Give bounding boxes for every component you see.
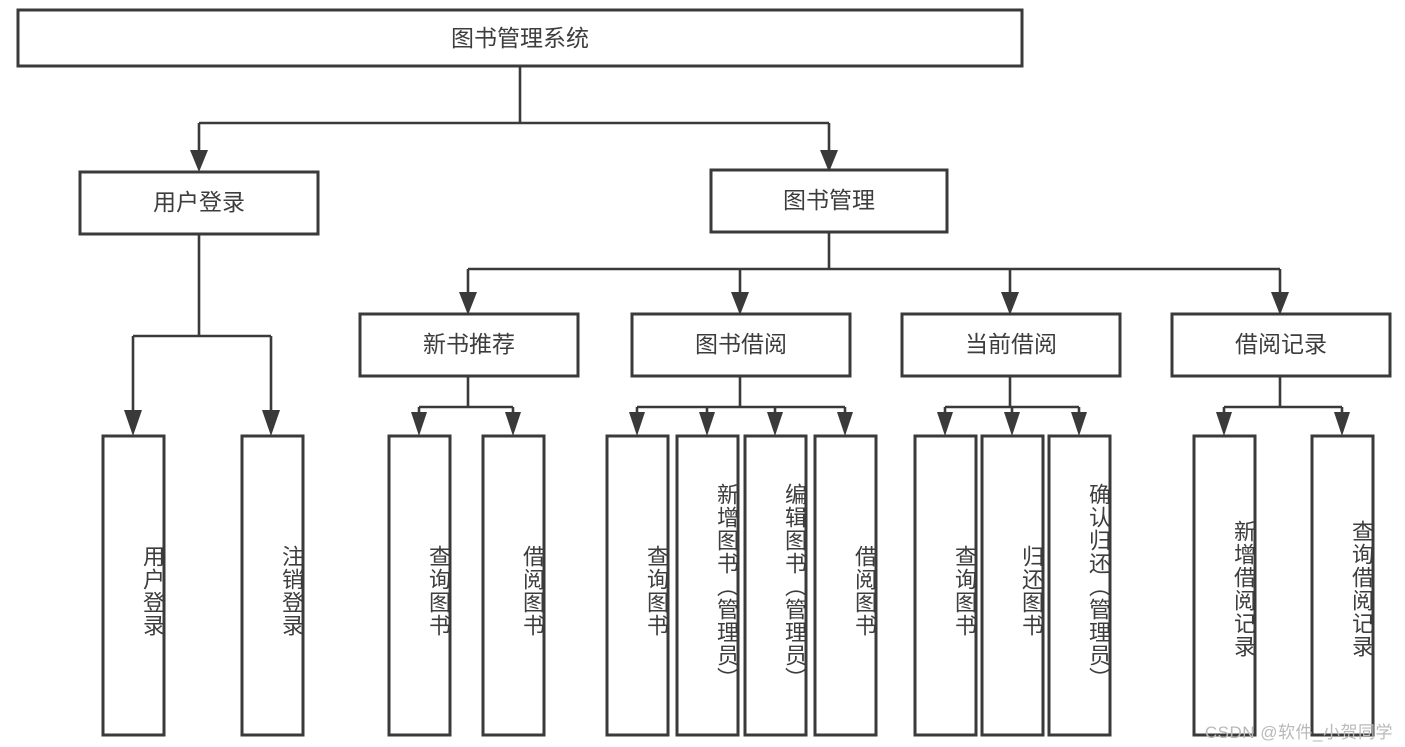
- arrow-root-to-login: [190, 150, 208, 172]
- node-box-leaf-return-book[interactable]: [980, 434, 1045, 737]
- node-box-user-login[interactable]: [78, 170, 320, 236]
- node-label-borrow-record: 借阅记录: [1235, 331, 1327, 357]
- node-box-leaf-query-book-2[interactable]: [605, 434, 670, 737]
- csdn-watermark: CSDN @软件_小贺同学: [1204, 723, 1393, 742]
- node-label-current-borrow: 当前借阅: [965, 331, 1057, 357]
- node-label-user-login: 用户登录: [153, 189, 245, 215]
- node-box-leaf-borrow-book-1[interactable]: [481, 434, 546, 737]
- node-box-leaf-query-book-1[interactable]: [387, 434, 452, 737]
- arrow-g4-to-leaf2: [1334, 412, 1350, 436]
- arrow-g4-to-leaf1: [1216, 412, 1232, 436]
- arrow-bookmgmt-to-g4: [1271, 292, 1289, 315]
- node-box-leaf-add-book-admin[interactable]: [675, 434, 740, 737]
- arrow-g3-to-leaf1: [937, 412, 953, 436]
- node-box-current-borrow[interactable]: [900, 312, 1122, 378]
- node-box-book-borrow[interactable]: [630, 312, 852, 378]
- arrow-g2-to-leaf3: [767, 412, 783, 436]
- node-label-book-borrow: 图书借阅: [695, 331, 787, 357]
- arrow-g2-to-leaf4: [837, 412, 853, 436]
- node-box-leaf-borrow-book-2[interactable]: [813, 434, 878, 737]
- node-box-borrow-record[interactable]: [1170, 312, 1392, 378]
- node-box-root[interactable]: [16, 8, 1024, 68]
- node-box-leaf-query-borrow-record[interactable]: [1310, 434, 1375, 737]
- arrow-login-to-leaf1: [124, 410, 142, 436]
- arrow-g1-to-leaf2: [505, 412, 521, 436]
- node-box-leaf-confirm-return-admin[interactable]: [1047, 434, 1112, 737]
- arrow-login-to-leaf2: [262, 410, 280, 436]
- node-label-book-management: 图书管理: [783, 187, 875, 213]
- node-box-book-management[interactable]: [709, 168, 949, 234]
- node-box-leaf-user-login[interactable]: [101, 434, 166, 737]
- arrow-g1-to-leaf1: [411, 412, 427, 436]
- arrow-bookmgmt-to-g3: [1001, 292, 1019, 315]
- edge-layer: [124, 66, 1350, 436]
- arrow-g2-to-leaf2: [699, 412, 715, 436]
- node-box-leaf-logout[interactable]: [240, 434, 305, 737]
- arrow-root-to-bookmgmt: [820, 150, 838, 172]
- node-label-new-book-recommend: 新书推荐: [423, 331, 515, 357]
- node-layer: 图书管理系统 用户登录 图书管理 新书推荐 图书借阅 当前借阅 借阅记录: [16, 8, 1392, 737]
- node-box-leaf-query-book-3[interactable]: [913, 434, 978, 737]
- arrow-g3-to-leaf3: [1071, 412, 1087, 436]
- node-box-new-book-recommend[interactable]: [358, 312, 580, 378]
- arrow-bookmgmt-to-g2: [731, 292, 749, 315]
- node-label-root: 图书管理系统: [451, 25, 589, 51]
- arrow-bookmgmt-to-g1: [459, 292, 477, 315]
- node-box-leaf-edit-book-admin[interactable]: [743, 434, 808, 737]
- arrow-g2-to-leaf1: [629, 412, 645, 436]
- node-box-leaf-add-borrow-record[interactable]: [1192, 434, 1257, 737]
- arrow-g3-to-leaf2: [1004, 412, 1020, 436]
